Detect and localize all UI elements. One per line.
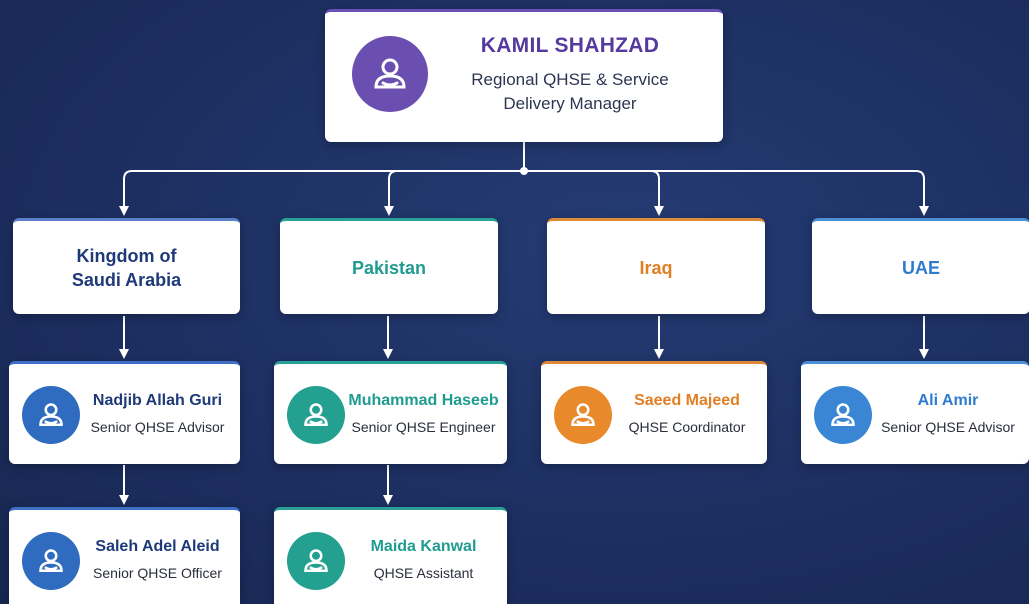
staff-role: QHSE Assistant [373, 565, 474, 581]
user-avatar-icon [22, 532, 80, 590]
country-label: UAE [901, 257, 940, 278]
country-card-uae: UAE [812, 218, 1029, 314]
user-avatar-icon [287, 532, 345, 590]
staff-card: Saleh Adel Aleid Senior QHSE Officer [9, 507, 240, 604]
connector-pakistan [388, 170, 398, 211]
staff-name: Maida Kanwal [370, 538, 477, 555]
staff-name: Saeed Majeed [634, 392, 740, 409]
country-card-saudi-arabia: Kingdom of Saudi Arabia [13, 218, 240, 314]
staff-card: Ali Amir Senior QHSE Advisor [801, 361, 1029, 464]
staff-role: Senior QHSE Advisor [881, 419, 1015, 435]
staff-card: Muhammad Haseeb Senior QHSE Engineer [274, 361, 507, 464]
staff-name: Saleh Adel Aleid [95, 538, 220, 555]
user-avatar-icon [814, 386, 872, 444]
staff-name: Nadjib Allah Guri [92, 392, 223, 409]
manager-name: KAMIL SHAHZAD [480, 34, 660, 57]
user-avatar-icon [22, 386, 80, 444]
staff-card: Maida Kanwal QHSE Assistant [274, 507, 507, 604]
user-avatar-icon [287, 386, 345, 444]
connector-junction [520, 167, 528, 175]
country-label: Saudi Arabia [71, 269, 182, 290]
country-card-iraq: Iraq [547, 218, 765, 314]
country-label: Iraq [639, 257, 673, 278]
staff-role: Senior QHSE Engineer [351, 419, 496, 435]
staff-role: QHSE Coordinator [628, 419, 746, 435]
manager-card: KAMIL SHAHZAD Regional QHSE & Service De… [325, 9, 723, 142]
manager-title-line1: Regional QHSE & Service [471, 70, 669, 89]
country-card-pakistan: Pakistan [280, 218, 498, 314]
connector-branch [123, 170, 929, 216]
staff-role: Senior QHSE Advisor [90, 419, 225, 435]
staff-card: Nadjib Allah Guri Senior QHSE Advisor [9, 361, 240, 464]
manager-title-line2: Delivery Manager [503, 94, 637, 113]
country-label: Pakistan [351, 257, 427, 278]
staff-role: Senior QHSE Officer [93, 565, 222, 581]
staff-name: Ali Amir [917, 392, 979, 409]
connector-iraq [650, 170, 664, 216]
user-avatar-icon [352, 36, 428, 112]
country-label: Kingdom of [76, 245, 177, 266]
user-avatar-icon [554, 386, 612, 444]
staff-name: Muhammad Haseeb [348, 392, 499, 409]
staff-card: Saeed Majeed QHSE Coordinator [541, 361, 767, 464]
